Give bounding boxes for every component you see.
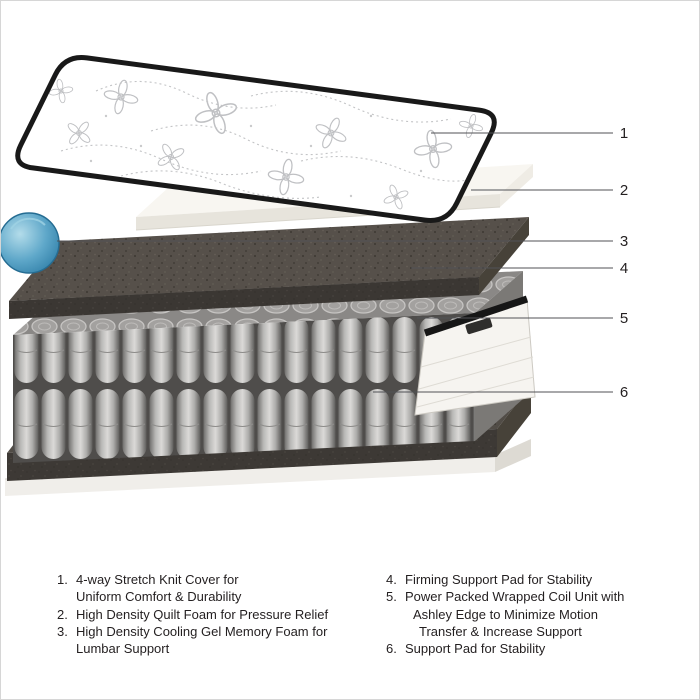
legend-row: 2. High Density Quilt Foam for Pressure … <box>57 606 375 623</box>
legend-item-text: Ashley Edge to Minimize Motion <box>413 606 598 622</box>
legend-item-text: Power Packed Wrapped Coil Unit with <box>405 589 625 605</box>
callout-numbers: 1 2 3 4 5 6 <box>620 125 628 401</box>
legend-item-number: 1. <box>57 572 68 587</box>
legend-item-text: 4-way Stretch Knit Cover for <box>76 572 239 587</box>
legend-item-text: Lumbar Support <box>76 641 170 657</box>
legend-item-text: Support Pad for Stability <box>405 641 546 657</box>
firming-support-pad <box>9 217 529 319</box>
edge-support-wedge <box>414 295 536 416</box>
legend-item-number: 3. <box>57 623 68 639</box>
cover-binding-edge <box>15 55 497 223</box>
legend-row: Ashley Edge to Minimize Motion <box>386 606 686 623</box>
legend-item-number: 4. <box>386 572 397 587</box>
legend-item-number <box>386 623 405 640</box>
legend-row: Transfer & Increase Support <box>386 623 686 640</box>
callout-number-5: 5 <box>620 310 628 327</box>
legend-row: 1. 4-way Stretch Knit Cover for <box>57 571 375 588</box>
legend-row: 6. Support Pad for Stability <box>386 640 686 657</box>
legend-row: 3. High Density Cooling Gel Memory Foam … <box>57 623 375 640</box>
legend-item-number <box>57 640 76 657</box>
cooling-gel-layer <box>1 212 60 274</box>
legend-item-number: 2. <box>57 606 68 622</box>
legend-item-number: 5. <box>386 589 397 605</box>
coil-front-face <box>13 313 475 463</box>
callout-number-1: 1 <box>620 125 628 142</box>
legend-item-number: 6. <box>386 641 397 657</box>
legend-item-text: High Density Cooling Gel Memory Foam for <box>76 623 328 639</box>
brand-logo-mark <box>465 317 493 335</box>
quilt-pattern <box>46 76 486 215</box>
legend-item-text: Uniform Comfort & Durability <box>76 589 242 605</box>
callout-lines <box>57 132 613 393</box>
callout-number-6: 6 <box>620 384 628 401</box>
mattress-cutaway-illustration: 1 2 3 4 5 6 <box>1 55 628 496</box>
legend-row: Lumbar Support <box>57 640 375 657</box>
legend-item-text: Firming Support Pad for Stability <box>405 572 593 587</box>
legend-column-right: 4. Firming Support Pad for Stability 5. … <box>386 571 686 657</box>
callout-number-2: 2 <box>620 182 628 199</box>
legend-item-number <box>57 588 76 605</box>
legend-item-text: High Density Quilt Foam for Pressure Rel… <box>76 606 329 622</box>
legend-item-text: Transfer & Increase Support <box>419 623 582 639</box>
knit-cover <box>15 55 497 223</box>
legend-item-number <box>386 606 405 623</box>
legend-column-left: 1. 4-way Stretch Knit Cover for Uniform … <box>57 571 375 657</box>
legend-row: Uniform Comfort & Durability <box>57 588 375 605</box>
legend-row: 5. Power Packed Wrapped Coil Unit with <box>386 588 686 605</box>
legend-row: 4. Firming Support Pad for Stability <box>386 571 686 588</box>
wedge-binding-tape <box>423 295 529 337</box>
callout-number-3: 3 <box>620 233 628 250</box>
callout-number-4: 4 <box>620 260 628 277</box>
